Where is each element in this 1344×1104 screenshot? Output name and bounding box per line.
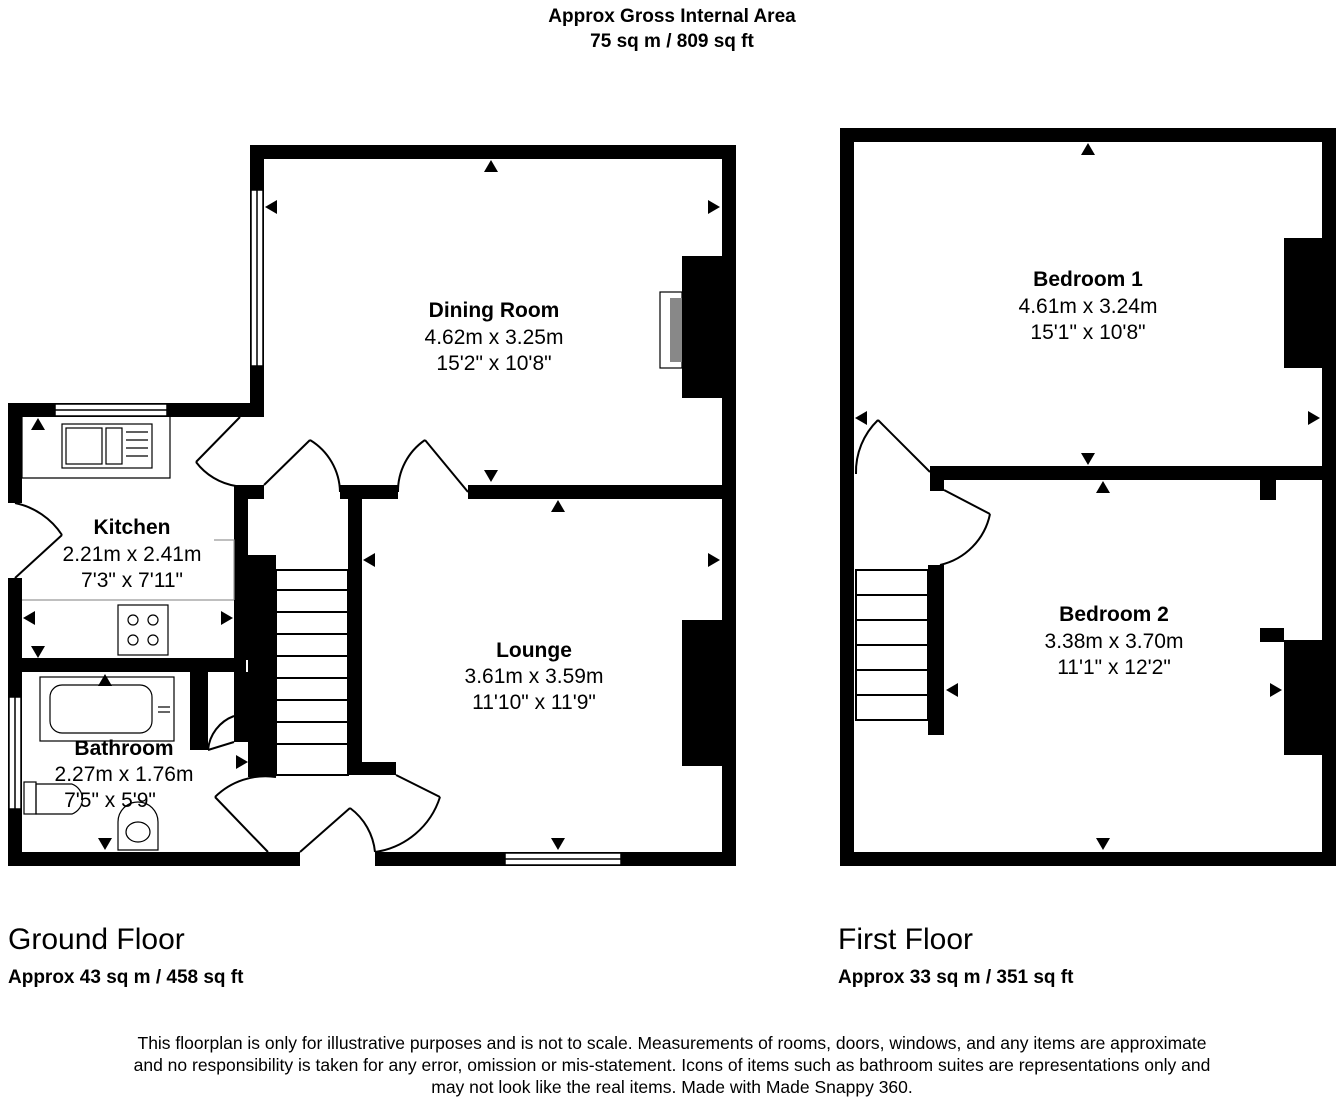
ground-floor-title: Ground Floor — [8, 923, 185, 956]
room-metric-dining: 4.62m x 3.25m — [425, 326, 564, 349]
room-name-bathroom: Bathroom — [74, 737, 173, 760]
room-name-dining: Dining Room — [429, 299, 560, 322]
kitchen-fixtures — [21, 417, 235, 656]
room-name-lounge: Lounge — [496, 639, 572, 662]
room-name-bedroom2: Bedroom 2 — [1059, 603, 1169, 626]
room-metric-bedroom2: 3.38m x 3.70m — [1045, 630, 1184, 653]
first-floor-area: Approx 33 sq m / 351 sq ft — [838, 967, 1074, 988]
room-metric-bedroom1: 4.61m x 3.24m — [1019, 295, 1158, 318]
ground-floor-stairs — [275, 569, 349, 776]
direction-markers — [23, 143, 1320, 850]
room-name-kitchen: Kitchen — [93, 516, 170, 539]
fireplace — [659, 291, 683, 369]
first-floor-stairs — [855, 569, 929, 721]
room-imperial-dining: 15'2" x 10'8" — [436, 352, 551, 375]
room-metric-bathroom: 2.27m x 1.76m — [55, 763, 194, 786]
room-name-bedroom1: Bedroom 1 — [1033, 268, 1143, 291]
gross-area-value: 75 sq m / 809 sq ft — [590, 31, 754, 52]
disclaimer-line: This floorplan is only for illustrative … — [137, 1033, 1207, 1053]
bathroom-fixtures — [23, 676, 175, 851]
room-labels: Dining Room 4.62m x 3.25m 15'2" x 10'8" … — [55, 268, 1184, 812]
disclaimer: This floorplan is only for illustrative … — [40, 1032, 1304, 1098]
doors — [14, 416, 469, 853]
first-floor-doors — [854, 419, 991, 566]
gross-area-title: Approx Gross Internal Area — [548, 6, 796, 27]
room-metric-lounge: 3.61m x 3.59m — [465, 665, 604, 688]
disclaimer-line: and no responsibility is taken for any e… — [133, 1055, 1211, 1075]
room-imperial-bedroom2: 11'1" x 12'2" — [1057, 656, 1171, 679]
disclaimer-line: may not look like the real items. Made w… — [431, 1077, 913, 1097]
first-floor-title: First Floor — [838, 923, 973, 956]
first-floor-walls — [840, 128, 1336, 866]
room-imperial-kitchen: 7'3" x 7'11" — [81, 569, 183, 592]
room-metric-kitchen: 2.21m x 2.41m — [63, 543, 202, 566]
room-imperial-lounge: 11'10" x 11'9" — [472, 691, 596, 714]
room-imperial-bathroom: 7'5" x 5'9" — [64, 789, 156, 812]
ground-floor-area: Approx 43 sq m / 458 sq ft — [8, 967, 244, 988]
room-imperial-bedroom1: 15'1" x 10'8" — [1030, 321, 1145, 344]
